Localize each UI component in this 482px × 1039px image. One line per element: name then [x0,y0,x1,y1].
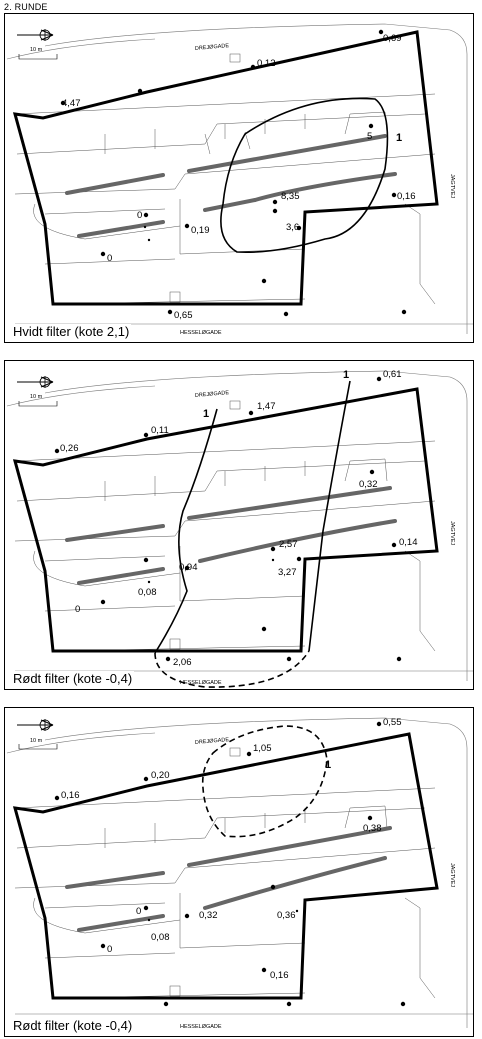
scale-bar: 10 m [18,394,58,407]
svg-text:0,26: 0,26 [60,443,79,454]
street-north: DREJØGADE [195,43,230,52]
svg-text:0,65: 0,65 [174,310,193,321]
sample-values: 0,55 1,05 0,20 0,16 0,38 0,32 0,36 0,08 … [61,717,402,981]
svg-text:0,12: 0,12 [257,58,276,69]
investigation-boundary [12,387,439,653]
svg-text:2,06: 2,06 [173,657,192,668]
svg-text:3,27: 3,27 [278,567,297,578]
map-panel-1: 1 DREJØGADE HESSELØGADE JAGTVEJ 10 m 0,6… [4,13,474,343]
svg-text:3,6: 3,6 [286,222,299,233]
drain-lines [65,134,397,238]
svg-text:0,08: 0,08 [151,932,170,943]
svg-text:10 m: 10 m [30,394,43,400]
map-canvas-1: 1 DREJØGADE HESSELØGADE JAGTVEJ 10 m 0,6… [6,23,473,336]
sampling-points [60,29,407,317]
filter-label-3: Rødt filter (kote -0,4) [11,1018,135,1033]
svg-text:0,16: 0,16 [397,191,416,202]
svg-text:0: 0 [107,253,112,264]
scale-bar: 10 m [18,738,58,750]
scale-bar: 10 m [18,47,58,60]
contour-line-dashed [201,725,328,838]
drain-lines [65,486,397,585]
north-arrow [17,376,54,388]
building-outlines [14,747,436,999]
svg-text:0,69: 0,69 [383,33,402,44]
svg-text:0,32: 0,32 [199,910,218,921]
street-east: JAGTVEJ [449,521,455,545]
svg-text:0: 0 [75,604,80,615]
contour-label: 1 [343,369,349,381]
contour-line [154,408,218,654]
map-panel-3: 1 DREJØGADE HESSELØGADE JAGTVEJ 10 m 0,5… [4,707,474,1037]
sampling-points [54,721,406,1007]
street-north: DREJØGADE [195,390,230,399]
svg-text:10 m: 10 m [30,738,43,744]
svg-text:0,20: 0,20 [151,770,170,781]
investigation-boundary [12,30,439,306]
svg-text:0: 0 [137,210,142,221]
contour-line [220,97,389,254]
svg-text:0,94: 0,94 [179,562,198,573]
north-arrow [17,719,54,731]
building-outlines [14,53,436,305]
filter-label-2: Rødt filter (kote -0,4) [11,671,135,686]
svg-text:0,14: 0,14 [399,537,418,548]
street-outline [6,370,473,681]
street-east: JAGTVEJ [449,863,455,887]
filter-label-1: Hvidt filter (kote 2,1) [11,324,132,339]
svg-text:0,55: 0,55 [383,717,402,728]
map-canvas-3: 1 DREJØGADE HESSELØGADE JAGTVEJ 10 m 0,5… [6,717,473,1030]
investigation-boundary [12,732,439,1000]
svg-text:0,16: 0,16 [61,790,80,801]
sampling-points [54,376,402,662]
sample-values: 0,61 1,47 0,11 0,26 0,32 2,57 0,14 0,94 … [60,369,418,668]
svg-text:10 m: 10 m [30,47,43,53]
drain-lines [65,826,392,932]
contour-label: 1 [203,408,209,420]
svg-text:0,32: 0,32 [359,479,378,490]
contour-line [308,380,351,652]
svg-text:0,19: 0,19 [191,225,210,236]
svg-text:1,05: 1,05 [253,743,272,754]
page-title: 2. RUNDE [4,2,48,12]
contour-label: 1 [396,132,402,144]
sample-values: 0,69 0,12 4,47 5 8,35 0,16 3,6 0,19 0 0,… [62,33,416,321]
street-south: HESSELØGADE [180,1024,222,1030]
svg-text:2,57: 2,57 [279,539,298,550]
svg-text:0: 0 [136,906,141,917]
svg-text:0,08: 0,08 [138,587,157,598]
svg-text:0: 0 [107,944,112,955]
north-arrow [17,29,54,41]
svg-text:0,11: 0,11 [151,425,169,436]
street-east: JAGTVEJ [449,174,455,198]
svg-text:0,36: 0,36 [277,910,296,921]
svg-text:0,61: 0,61 [383,369,402,380]
map-panel-2: 1 1 DREJØGADE HESSELØGADE JAGTVEJ 10 m 0… [4,360,474,690]
svg-text:5: 5 [367,131,372,142]
svg-text:0,16: 0,16 [270,970,289,981]
street-north: DREJØGADE [195,737,230,746]
building-outlines [14,400,436,652]
contour-label: 1 [325,759,331,771]
street-outline [6,717,473,1028]
svg-text:4,47: 4,47 [62,98,81,109]
svg-text:0,38: 0,38 [363,823,382,834]
street-south: HESSELØGADE [180,330,222,336]
svg-text:8,35: 8,35 [281,191,300,202]
map-canvas-2: 1 1 DREJØGADE HESSELØGADE JAGTVEJ 10 m 0… [6,369,473,688]
svg-text:1,47: 1,47 [257,401,276,412]
street-south: HESSELØGADE [180,680,222,686]
